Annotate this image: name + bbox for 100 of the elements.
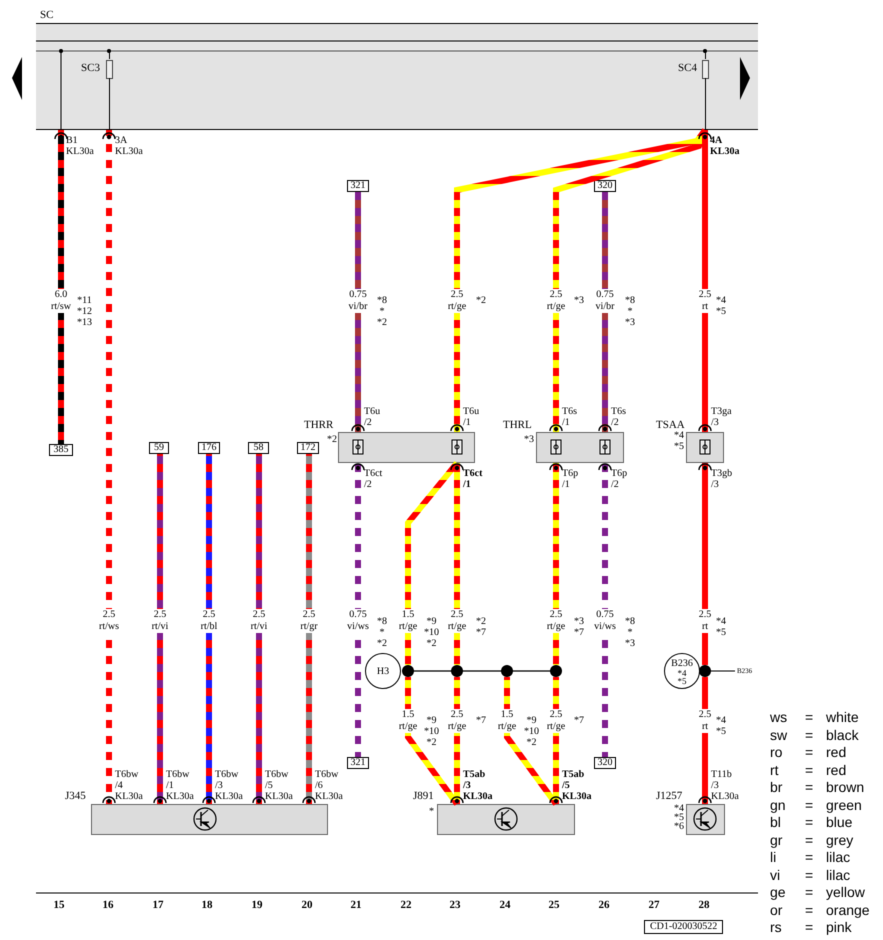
component-label: J1257 bbox=[656, 791, 682, 802]
wire-label: 2.5 rt/ge bbox=[546, 609, 566, 633]
column-number: 24 bbox=[500, 899, 510, 911]
color-name: black bbox=[826, 726, 859, 742]
pin-label: T6u /2 bbox=[364, 406, 380, 428]
pin-label: T6s /1 bbox=[562, 406, 577, 428]
wire bbox=[602, 463, 608, 757]
equals-sign: = bbox=[805, 832, 814, 848]
pin-label: T3gb /3 bbox=[711, 468, 732, 490]
wire-label: 6.0 rt/sw bbox=[50, 289, 72, 313]
pin-label: T6s /2 bbox=[611, 406, 626, 428]
equals-sign: = bbox=[805, 849, 814, 865]
terminal-number: 59 bbox=[154, 443, 164, 453]
wire bbox=[206, 454, 212, 804]
wire bbox=[157, 454, 163, 804]
footnote-reference: *2 bbox=[476, 295, 486, 306]
splice-label: H3 bbox=[376, 666, 390, 676]
wire bbox=[256, 454, 262, 804]
terminal-box bbox=[347, 180, 369, 192]
color-abbreviation: gn bbox=[770, 796, 786, 812]
column-number: 23 bbox=[450, 899, 460, 911]
pin-label: T6bw /3 KL30a bbox=[215, 769, 243, 802]
terminal-number: 320 bbox=[598, 181, 612, 191]
pin-label: T11b /3 KL30a bbox=[711, 769, 739, 802]
wire bbox=[454, 463, 460, 665]
pin-label: T6u /1 bbox=[463, 406, 480, 428]
pin-label: T5ab /5 KL30a bbox=[562, 769, 592, 802]
terminal-box bbox=[594, 180, 616, 192]
wire-label: 2.5 rt/ge bbox=[446, 609, 468, 633]
wire-label: 0.75 vi/ws bbox=[593, 609, 617, 633]
column-number: 19 bbox=[252, 899, 262, 911]
color-abbreviation: or bbox=[770, 902, 782, 918]
wire-label: 2.5 rt/ws bbox=[98, 609, 120, 633]
footnote-reference: *4 *5 bbox=[716, 715, 726, 737]
pin-label: T6bw /4 KL30a bbox=[115, 769, 143, 802]
wire bbox=[355, 463, 361, 757]
wire-label: 2.5 rt/ge bbox=[446, 289, 468, 313]
wire bbox=[702, 677, 708, 804]
color-name: lilac bbox=[826, 849, 850, 865]
color-name: red bbox=[826, 762, 846, 778]
footnote-reference: *11 *12 *13 bbox=[77, 295, 92, 328]
footnote-reference: *3 *7 bbox=[574, 616, 584, 638]
pin-label: 3A KL30a bbox=[115, 135, 143, 157]
equals-sign: = bbox=[805, 762, 814, 778]
wire bbox=[705, 50, 706, 130]
color-abbreviation: bl bbox=[770, 814, 781, 830]
footnote-reference: *3 bbox=[574, 295, 584, 306]
junction-dot bbox=[699, 665, 711, 677]
footnote-reference: *8 * *3 bbox=[625, 616, 635, 649]
column-number: 28 bbox=[698, 899, 710, 911]
splice-label: B236 bbox=[671, 658, 693, 668]
wire-label: 2.5 rt bbox=[698, 609, 712, 633]
wire-label: 2.5 rt bbox=[698, 709, 712, 733]
wire bbox=[405, 677, 460, 806]
column-number: 15 bbox=[54, 899, 64, 911]
color-abbreviation: ro bbox=[770, 744, 782, 760]
wire bbox=[553, 677, 559, 804]
fuse-label: SC4 bbox=[678, 63, 697, 74]
wire-label: 0.75 vi/br bbox=[348, 289, 368, 313]
wire-label: 1.5 rt/ge bbox=[398, 709, 418, 733]
wire bbox=[58, 130, 64, 444]
footnote-reference: * bbox=[429, 807, 434, 816]
color-name: green bbox=[826, 796, 862, 812]
footnote-reference: *2 *7 bbox=[476, 616, 486, 638]
column-number: 18 bbox=[202, 899, 212, 911]
footnote-reference: *7 bbox=[476, 715, 486, 726]
wire bbox=[702, 130, 708, 432]
wire-label: 2.5 rt/ge bbox=[546, 289, 566, 313]
color-abbreviation: sw bbox=[770, 726, 788, 742]
footnote-reference: *9 *10 *2 bbox=[424, 715, 439, 748]
pin-label: T6p /2 bbox=[611, 468, 628, 490]
column-number: 20 bbox=[302, 899, 312, 911]
column-number: 17 bbox=[152, 899, 164, 911]
equals-sign: = bbox=[805, 884, 814, 900]
equals-sign: = bbox=[805, 902, 814, 918]
wire bbox=[702, 463, 708, 665]
color-name: yellow bbox=[826, 884, 865, 900]
wire bbox=[106, 130, 112, 804]
wire bbox=[109, 50, 110, 130]
terminal-number: 320 bbox=[598, 758, 612, 768]
wire-label: 2.5 rt/vi bbox=[150, 609, 170, 633]
splice-bar bbox=[402, 665, 562, 677]
terminal-box bbox=[49, 444, 73, 456]
wire bbox=[710, 670, 736, 672]
wire-label: 0.75 vi/br bbox=[594, 289, 616, 313]
connector-label: THRR bbox=[304, 420, 334, 431]
pin-label: T6bw /6 KL30a bbox=[315, 769, 343, 802]
color-name: grey bbox=[826, 832, 854, 848]
footnote-reference: *9 *10 *2 bbox=[524, 715, 539, 748]
footnote-reference: *3 bbox=[524, 434, 534, 445]
color-name: pink bbox=[826, 919, 852, 935]
column-number: 26 bbox=[598, 899, 610, 911]
wire-label: 2.5 rt/bl bbox=[200, 609, 218, 633]
pin-label: T5ab /3 KL30a bbox=[463, 769, 492, 802]
wire-label: 1.5 rt/ge bbox=[398, 609, 418, 633]
footnote-reference: *7 bbox=[574, 715, 584, 726]
terminal-number: 58 bbox=[254, 443, 264, 453]
color-abbreviation: vi bbox=[770, 866, 780, 882]
color-abbreviation: li bbox=[770, 849, 776, 865]
wire bbox=[306, 454, 312, 804]
